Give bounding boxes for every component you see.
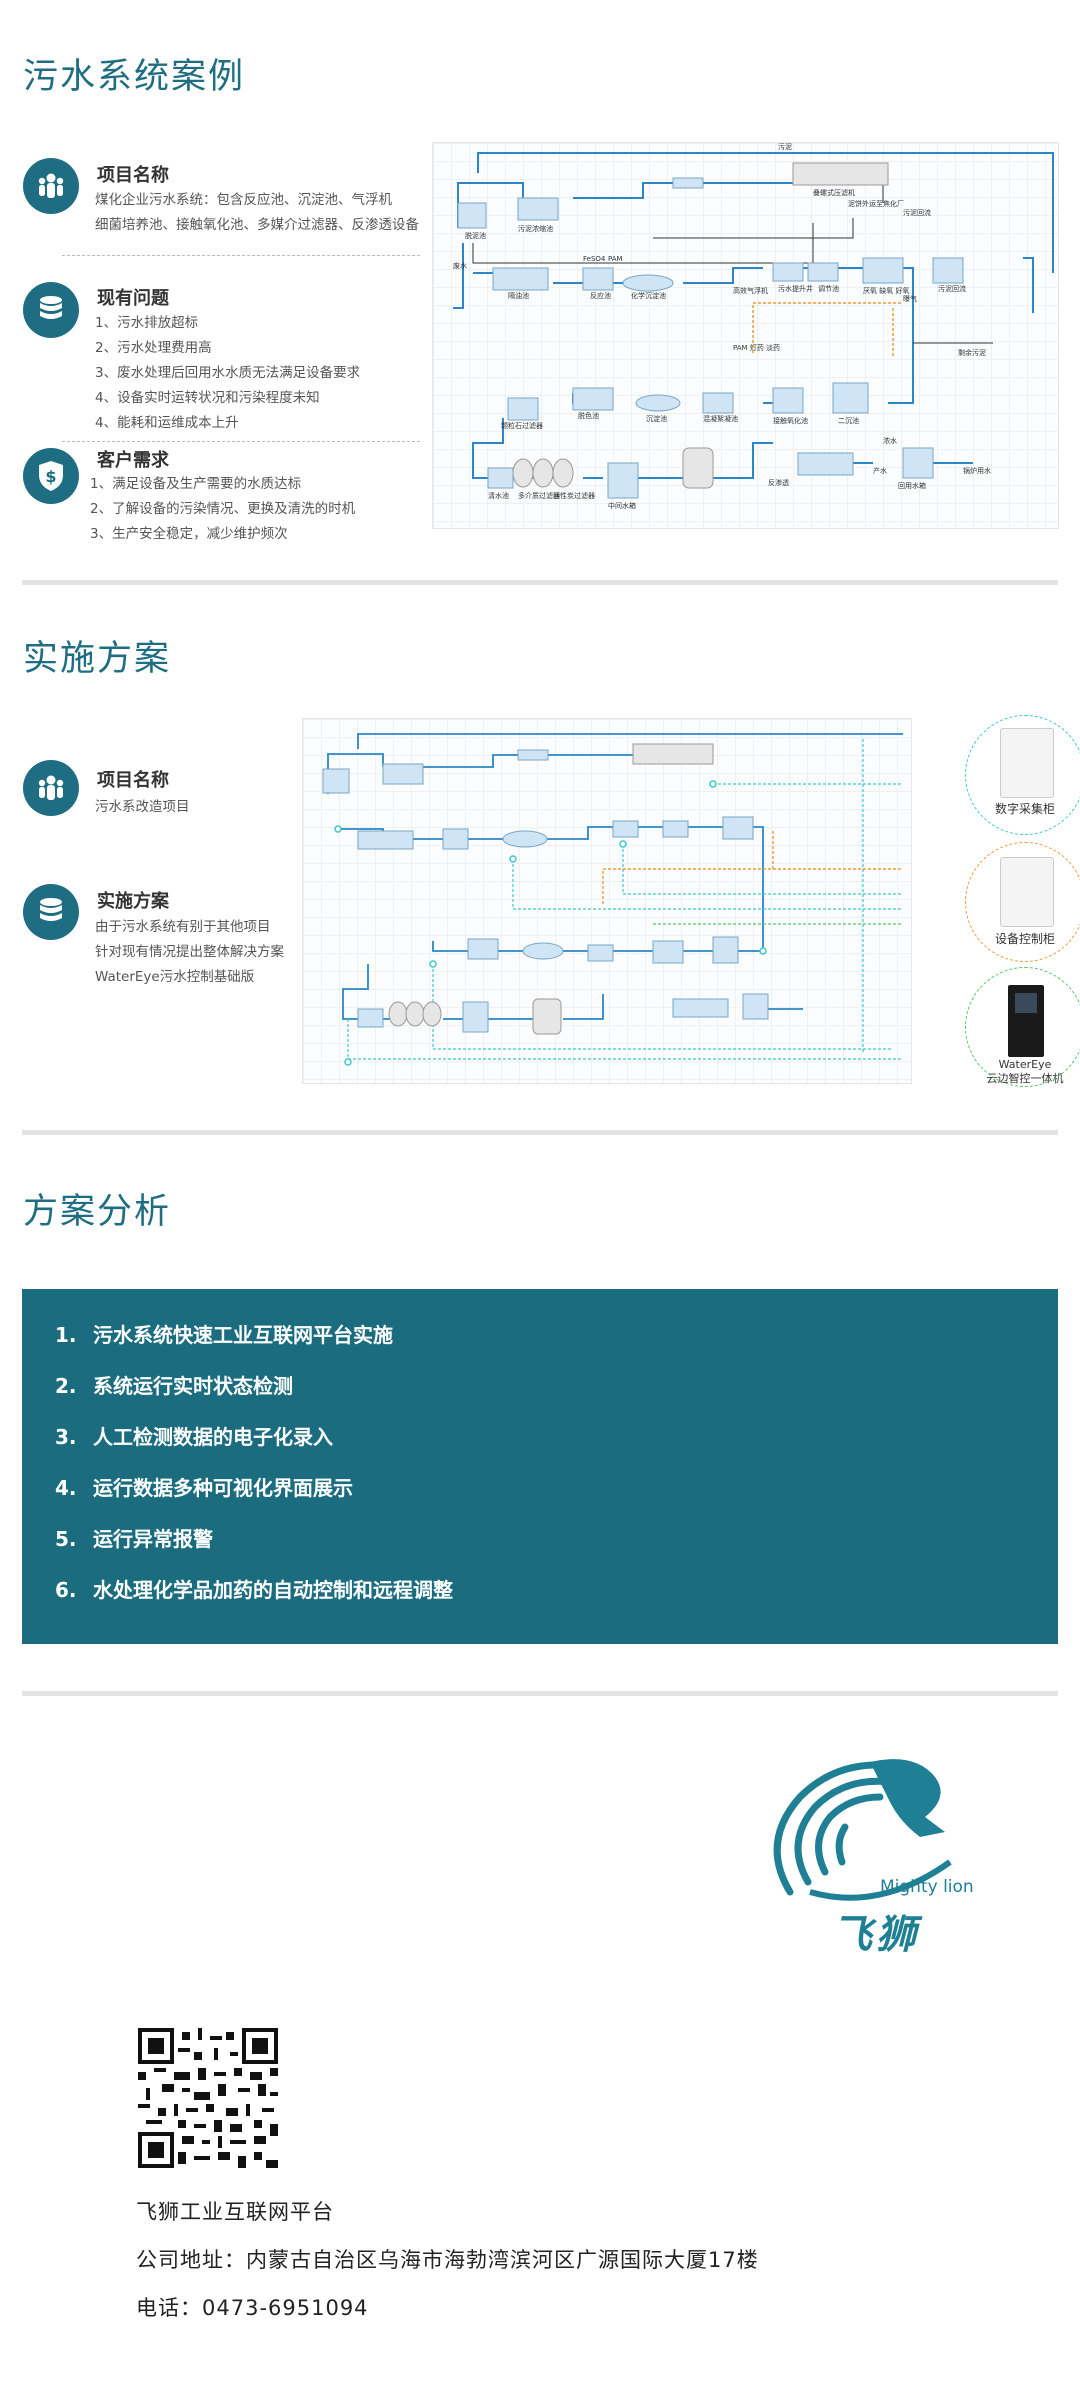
- needs-list: 1、满足设备及生产需要的水质达标 2、了解设备的污染情况、更换及清洗的时机 3、…: [90, 476, 356, 542]
- svg-text:混凝絮凝池: 混凝絮凝池: [703, 414, 738, 423]
- svg-text:厌氧 缺氧 好氧: 厌氧 缺氧 好氧: [863, 286, 909, 295]
- section-divider: [22, 1691, 1058, 1696]
- svg-text:PAM: PAM: [608, 255, 623, 263]
- svg-text:清水池: 清水池: [488, 491, 509, 500]
- needs-heading: 客户需求: [97, 450, 169, 471]
- svg-text:接触氧化池: 接触氧化池: [773, 416, 808, 425]
- svg-text:沉淀池: 沉淀池: [646, 414, 667, 423]
- mighty-lion-logo: Mighty lion 飞狮: [750, 1742, 990, 1962]
- svg-text:锅炉用水: 锅炉用水: [963, 466, 991, 475]
- analysis-item: 2.系统运行实时状态检测: [55, 1374, 293, 1398]
- svg-text:泥饼外运至焦化厂: 泥饼外运至焦化厂: [848, 199, 904, 208]
- svg-text:脱色池: 脱色池: [578, 411, 599, 420]
- company-phone: 电话：0473-6951094: [136, 2296, 369, 2320]
- section-divider: [22, 1130, 1058, 1135]
- svg-text:颗粒石过滤器: 颗粒石过滤器: [501, 421, 543, 430]
- analysis-item: 1.污水系统快速工业互联网平台实施: [55, 1323, 393, 1347]
- svg-text:废水: 废水: [453, 261, 467, 270]
- svg-text:$: $: [45, 467, 56, 486]
- svg-text:化学沉淀池: 化学沉淀池: [631, 291, 666, 300]
- svg-text:污水提升井: 污水提升井: [778, 284, 813, 293]
- svg-text:叠螺式压滤机: 叠螺式压滤机: [813, 188, 855, 197]
- plan-heading: 实施方案: [97, 891, 169, 912]
- svg-text:污泥: 污泥: [778, 143, 792, 151]
- database-icon: [23, 884, 79, 940]
- dashed-divider: [62, 441, 420, 442]
- svg-text:PAM 灯药 淡药: PAM 灯药 淡药: [733, 343, 780, 352]
- project-heading-2: 项目名称: [97, 770, 169, 791]
- company-address: 公司地址：内蒙古自治区乌海市海勃湾滨河区广源国际大厦17楼: [136, 2248, 759, 2272]
- section-divider: [22, 580, 1058, 585]
- logo-chinese: 飞狮: [832, 1912, 920, 1958]
- svg-text:反渗透: 反渗透: [768, 478, 789, 487]
- analysis-item: 3.人工检测数据的电子化录入: [55, 1425, 333, 1449]
- process-diagram-current: 污泥 脱泥池 污泥浓缩池 叠螺式压滤机 泥饼外运至焦化厂 废水 隔油池 FeSO…: [432, 142, 1059, 529]
- shield-dollar-icon: $: [23, 448, 79, 504]
- svg-text:高效气浮机: 高效气浮机: [733, 286, 768, 295]
- svg-text:曝气: 曝气: [903, 294, 917, 303]
- device-ring-green: [965, 967, 1080, 1087]
- process-diagram-upgrade: [302, 718, 912, 1084]
- svg-text:FeSO4: FeSO4: [583, 255, 606, 263]
- dashed-divider: [62, 255, 420, 256]
- device-ring-orange: [965, 842, 1080, 962]
- svg-text:中间水箱: 中间水箱: [608, 501, 636, 510]
- svg-text:脱泥池: 脱泥池: [465, 231, 486, 240]
- svg-text:回用水箱: 回用水箱: [898, 481, 926, 490]
- problems-list: 1、污水排放超标 2、污水处理费用高 3、废水处理后回用水水质无法满足设备要求 …: [95, 315, 361, 431]
- svg-text:浓水: 浓水: [883, 436, 897, 445]
- analysis-item: 5.运行异常报警: [55, 1527, 213, 1551]
- people-icon: [23, 760, 79, 816]
- svg-text:产水: 产水: [873, 466, 887, 475]
- section-title-plan: 实施方案: [23, 639, 172, 679]
- project-desc-2: 污水系改造项目: [95, 799, 190, 815]
- svg-text:调节池: 调节池: [818, 284, 839, 293]
- device-ring-teal: [965, 715, 1080, 835]
- database-icon: [23, 282, 79, 338]
- svg-text:活性炭过滤器: 活性炭过滤器: [553, 491, 595, 500]
- qr-code: [138, 2028, 278, 2168]
- svg-text:多介质过滤器: 多介质过滤器: [518, 491, 560, 500]
- svg-text:污泥浓缩池: 污泥浓缩池: [518, 224, 553, 233]
- people-icon: [23, 158, 79, 214]
- company-name: 飞狮工业互联网平台: [136, 2200, 334, 2224]
- analysis-item: 6.水处理化学品加药的自动控制和远程调整: [55, 1578, 453, 1602]
- svg-text:二沉池: 二沉池: [838, 416, 859, 425]
- svg-text:剩余污泥: 剩余污泥: [958, 348, 986, 357]
- logo-english: Mighty lion: [880, 1877, 974, 1897]
- analysis-panel: 1.污水系统快速工业互联网平台实施 2.系统运行实时状态检测 3.人工检测数据的…: [22, 1289, 1058, 1644]
- analysis-item: 4.运行数据多种可视化界面展示: [55, 1476, 353, 1500]
- plan-desc: 由于污水系统有别于其他项目 针对现有情况提出整体解决方案 WaterEye污水控…: [95, 919, 284, 985]
- project-heading: 项目名称: [97, 165, 169, 186]
- svg-text:反应池: 反应池: [590, 291, 611, 300]
- svg-text:污泥回流: 污泥回流: [938, 284, 966, 293]
- diagram-labels: 污泥 脱泥池 污泥浓缩池 叠螺式压滤机 泥饼外运至焦化厂 废水 隔油池 FeSO…: [453, 143, 991, 510]
- svg-text:隔油池: 隔油池: [508, 291, 529, 300]
- problems-heading: 现有问题: [97, 288, 169, 309]
- section-title-analysis: 方案分析: [23, 1192, 172, 1232]
- svg-text:污泥回流: 污泥回流: [903, 208, 931, 217]
- section-title-case: 污水系统案例: [23, 57, 246, 97]
- project-desc: 煤化企业污水系统：包含反应池、沉淀池、气浮机 细菌培养池、接触氧化池、多媒介过滤…: [95, 192, 419, 233]
